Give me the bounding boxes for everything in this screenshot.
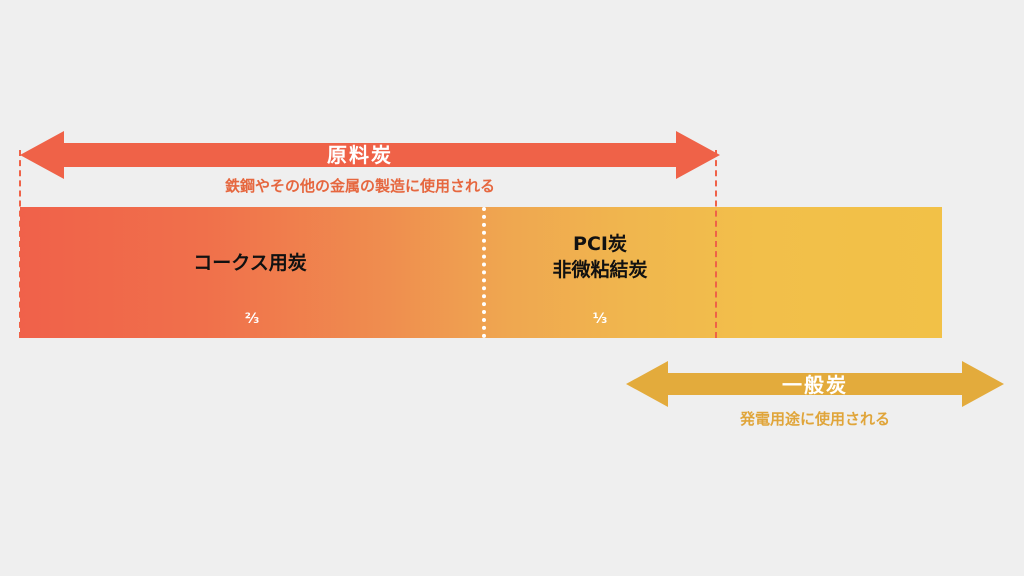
- thermal-coal-arrow-shape: [626, 361, 1004, 407]
- pci-coal-label: PCI炭 非微粘結炭: [520, 231, 680, 283]
- thermal-coal-description: 発電用途に使用される: [739, 410, 890, 428]
- raw-coal-left-marker: [19, 150, 21, 338]
- raw-coal-right-marker: [715, 150, 717, 338]
- coke-ratio: ⅔: [244, 311, 260, 327]
- pci-ratio: ⅓: [592, 311, 608, 327]
- pci-label-line2: 非微粘結炭: [552, 259, 648, 281]
- pci-label-line1: PCI炭: [573, 233, 627, 255]
- thermal-coal-title: 一般炭: [782, 373, 848, 397]
- coke-coal-label: コークス用炭: [193, 252, 307, 274]
- coal-usage-bar: [20, 207, 942, 338]
- raw-coal-title: 原料炭: [327, 143, 393, 167]
- raw-coal-arrow-shape: [20, 131, 720, 179]
- raw-coal-description: 鉄鋼やその他の金属の製造に使用される: [224, 177, 495, 195]
- segment-divider: [482, 207, 486, 338]
